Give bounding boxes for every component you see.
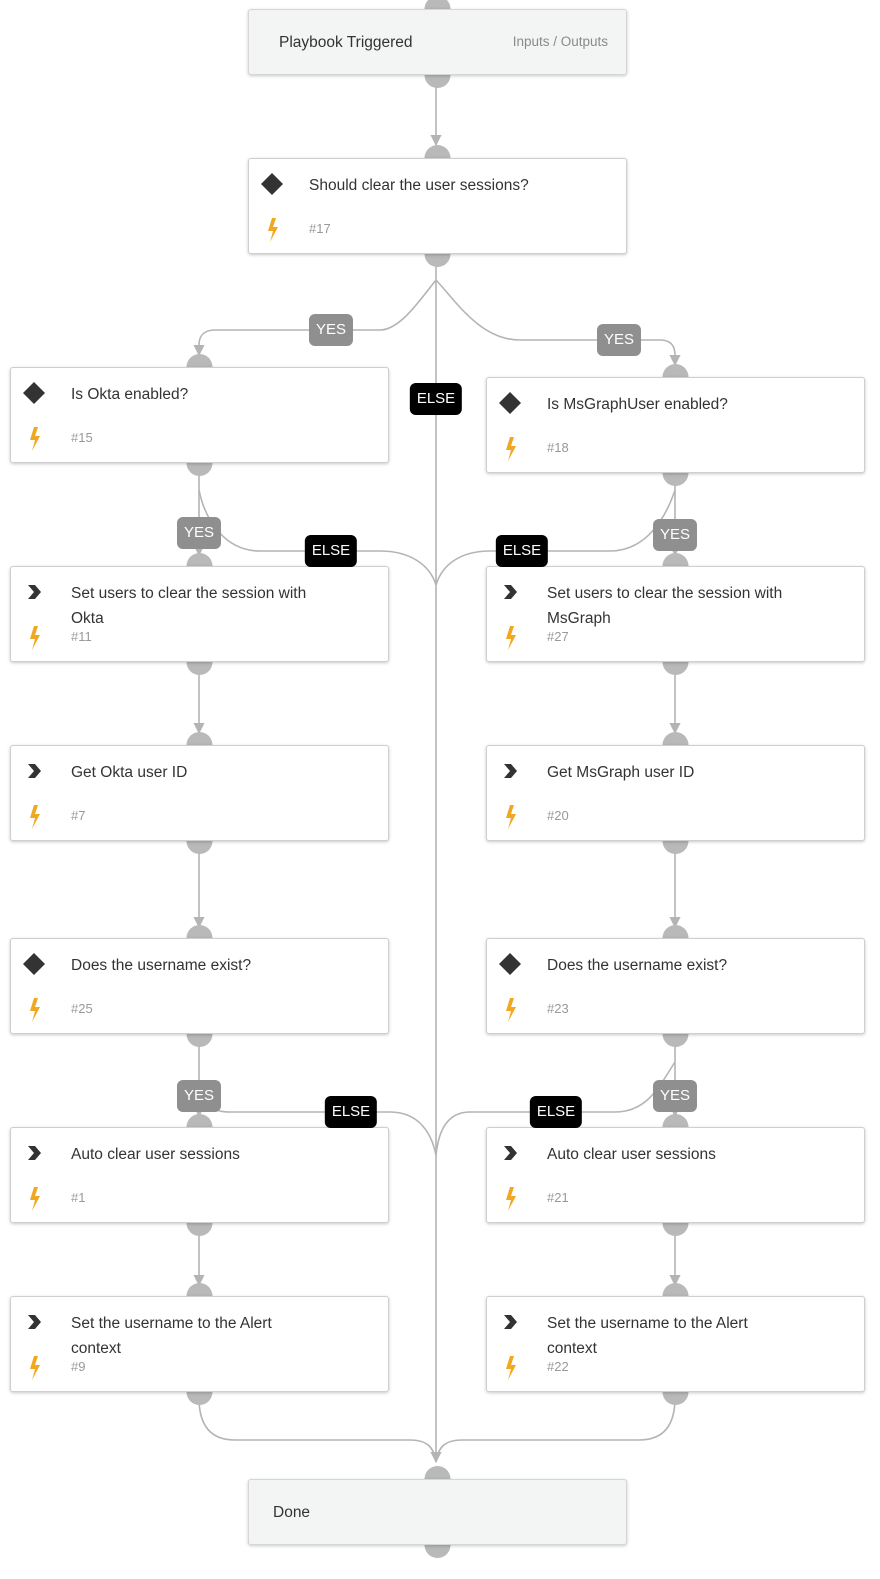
condition-diamond-icon	[23, 953, 45, 975]
edge-9-done	[198, 1397, 437, 1463]
action-chevron-icon	[499, 1311, 521, 1333]
task-18[interactable]: Is MsGraphUser enabled? #18	[486, 377, 865, 473]
edge-17-15	[193, 279, 437, 357]
task-25[interactable]: Does the username exist? #25	[10, 938, 389, 1034]
edge-22-done	[435, 1397, 676, 1463]
yes-label-25-1[interactable]: YES	[176, 1080, 222, 1112]
task-number: #15	[71, 430, 93, 445]
lightning-bolt-icon	[25, 1186, 45, 1212]
task-title: Set the username to the Alert context	[71, 1315, 272, 1357]
task-15[interactable]: Is Okta enabled? #15	[10, 367, 389, 463]
task-title: Should clear the user sessions?	[309, 177, 529, 194]
task-23[interactable]: Does the username exist? #23	[486, 938, 865, 1034]
condition-diamond-icon	[261, 173, 283, 195]
task-title: Set the username to the Alert context	[547, 1315, 748, 1357]
else-label-15[interactable]: ELSE	[304, 535, 358, 567]
task-22[interactable]: Set the username to the Alert context #22	[486, 1296, 865, 1392]
inputs-outputs-link[interactable]: Inputs / Outputs	[512, 34, 608, 49]
lightning-bolt-icon	[501, 1355, 521, 1381]
task-title: Does the username exist?	[71, 957, 252, 974]
task-title: Is MsGraphUser enabled?	[547, 396, 728, 413]
lightning-bolt-icon	[501, 1186, 521, 1212]
lightning-bolt-icon	[263, 217, 283, 243]
task-number: #17	[309, 221, 331, 236]
lightning-bolt-icon	[501, 436, 521, 462]
lightning-bolt-icon	[501, 625, 521, 651]
task-17[interactable]: Should clear the user sessions? #17	[248, 158, 627, 254]
task-20[interactable]: Get MsGraph user ID #20	[486, 745, 865, 841]
task-title: Set users to clear the session with Okta	[71, 585, 307, 627]
task-1[interactable]: Auto clear user sessions #1	[10, 1127, 389, 1223]
task-number: #1	[71, 1190, 86, 1205]
condition-diamond-icon	[499, 953, 521, 975]
task-number: #9	[71, 1359, 86, 1374]
task-title: Set users to clear the session with MsGr…	[547, 585, 783, 627]
lightning-bolt-icon	[25, 804, 45, 830]
task-title: Get MsGraph user ID	[547, 764, 695, 781]
task-number: #23	[547, 1001, 569, 1016]
else-label-18[interactable]: ELSE	[495, 535, 549, 567]
task-7[interactable]: Get Okta user ID #7	[10, 745, 389, 841]
task-number: #20	[547, 808, 569, 823]
yes-label-15-11[interactable]: YES	[176, 517, 222, 549]
yes-label-17-18[interactable]: YES	[596, 324, 642, 356]
yes-label-23-21[interactable]: YES	[652, 1080, 698, 1112]
else-label-23[interactable]: ELSE	[529, 1096, 583, 1128]
start-node[interactable]: Playbook Triggered Inputs / Outputs	[248, 9, 627, 75]
task-title: Get Okta user ID	[71, 764, 188, 781]
task-9[interactable]: Set the username to the Alert context #9	[10, 1296, 389, 1392]
task-title: Auto clear user sessions	[71, 1146, 240, 1163]
action-chevron-icon	[23, 581, 45, 603]
task-title: Does the username exist?	[547, 957, 728, 974]
action-chevron-icon	[499, 760, 521, 782]
yes-label-18-27[interactable]: YES	[652, 519, 698, 551]
action-chevron-icon	[23, 1142, 45, 1164]
task-21[interactable]: Auto clear user sessions #21	[486, 1127, 865, 1223]
task-number: #7	[71, 808, 86, 823]
condition-diamond-icon	[499, 392, 521, 414]
edge-17-18	[435, 279, 681, 367]
lightning-bolt-icon	[25, 1355, 45, 1381]
else-label-25[interactable]: ELSE	[324, 1096, 378, 1128]
action-chevron-icon	[499, 581, 521, 603]
lightning-bolt-icon	[501, 997, 521, 1023]
task-11[interactable]: Set users to clear the session with Okta…	[10, 566, 389, 662]
action-chevron-icon	[499, 1142, 521, 1164]
task-number: #25	[71, 1001, 93, 1016]
edge-18-done	[435, 489, 676, 586]
edge-15-done	[198, 489, 437, 586]
task-number: #21	[547, 1190, 569, 1205]
task-title: Auto clear user sessions	[547, 1146, 716, 1163]
lightning-bolt-icon	[25, 426, 45, 452]
end-title: Done	[273, 1504, 311, 1521]
start-title: Playbook Triggered	[279, 34, 413, 51]
lightning-bolt-icon	[25, 997, 45, 1023]
lightning-bolt-icon	[501, 804, 521, 830]
task-title: Is Okta enabled?	[71, 386, 189, 403]
yes-label-17-15[interactable]: YES	[308, 314, 354, 346]
condition-diamond-icon	[23, 382, 45, 404]
else-label-17[interactable]: ELSE	[409, 383, 463, 415]
task-number: #27	[547, 629, 569, 644]
end-node[interactable]: Done	[248, 1479, 627, 1545]
task-27[interactable]: Set users to clear the session with MsGr…	[486, 566, 865, 662]
action-chevron-icon	[23, 760, 45, 782]
action-chevron-icon	[23, 1311, 45, 1333]
task-number: #11	[71, 629, 92, 644]
task-number: #18	[547, 440, 569, 455]
task-number: #22	[547, 1359, 569, 1374]
lightning-bolt-icon	[25, 625, 45, 651]
